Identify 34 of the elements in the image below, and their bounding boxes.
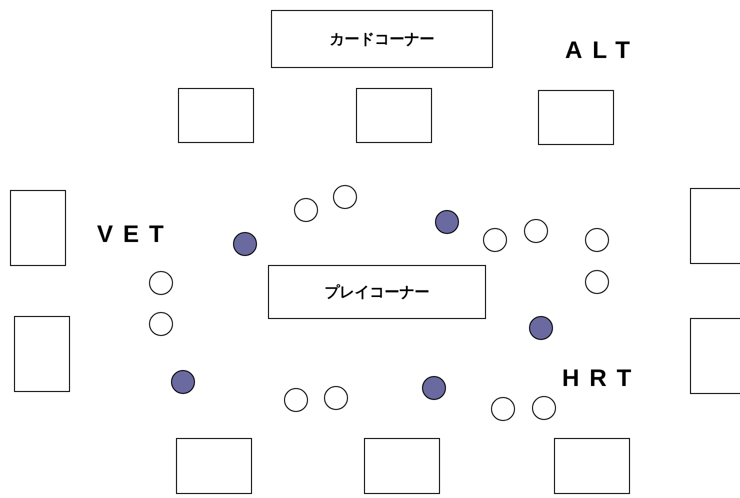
corner-sign-box	[271, 10, 493, 68]
seat-circle	[284, 388, 308, 412]
seat-circle	[324, 386, 348, 410]
seat-circle	[233, 232, 257, 256]
area-name: カードコーナー	[330, 30, 434, 48]
group-label: ALT	[565, 38, 640, 64]
desk-box	[554, 438, 630, 494]
seat-circle	[333, 185, 357, 209]
seat-circle	[149, 312, 173, 336]
area-name: プレイコーナー	[324, 282, 430, 302]
seat-circle	[524, 219, 548, 243]
desk-box	[364, 438, 440, 494]
desk-box	[538, 90, 614, 145]
seat-circle	[585, 228, 609, 252]
seat-circle	[171, 370, 195, 394]
desk-box	[690, 318, 740, 394]
desk-box	[690, 188, 740, 264]
corner-sign-box	[268, 265, 486, 319]
group-label: VET	[97, 222, 174, 248]
seat-circle	[532, 396, 556, 420]
desk-box	[178, 88, 254, 143]
seat-circle	[483, 228, 507, 252]
seat-circle	[491, 397, 515, 421]
seat-circle	[585, 270, 609, 294]
group-label: HRT	[562, 366, 642, 392]
desk-box	[10, 190, 66, 266]
desk-box	[176, 438, 252, 494]
seat-circle	[294, 198, 318, 222]
seat-circle	[422, 376, 446, 400]
seat-circle	[149, 271, 173, 295]
seat-circle	[435, 210, 459, 234]
seat-circle	[529, 316, 553, 340]
desk-box	[14, 316, 70, 392]
desk-box	[356, 88, 432, 143]
